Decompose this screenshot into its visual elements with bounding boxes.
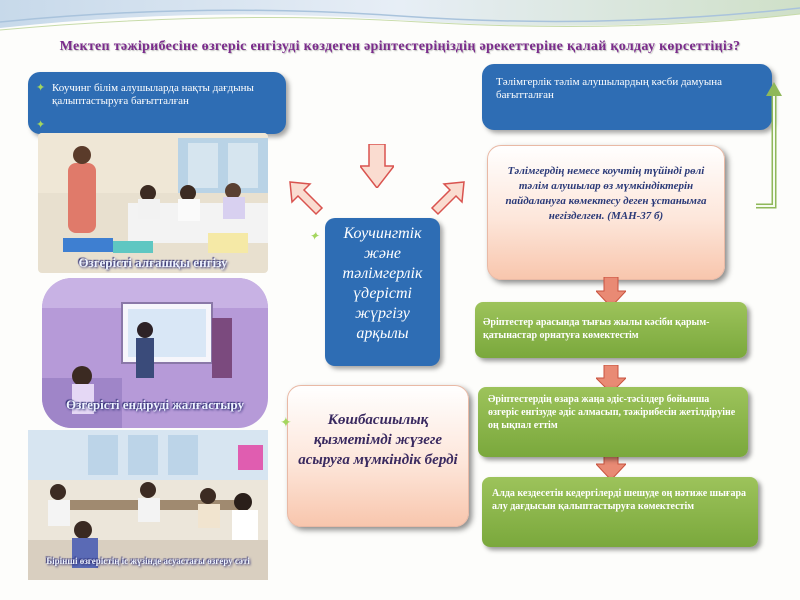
bullet-icon: ✦ (36, 119, 46, 131)
mentor-role-quote-box: Тәлімгердің немесе коучтің түйінді рөлі … (487, 145, 725, 280)
leadership-box: ✦ Көшбасшылық қызметімді жүзеге асыруға … (280, 385, 469, 527)
coaching-info-box: ✦ Коучинг білім алушыларда нақты дағдыны… (28, 72, 286, 134)
step-box: Әріптестер арасында тығыз жылы кәсіби қа… (475, 302, 747, 358)
process-center-box: ✦ Коучингтік және тәлімгерлік үдерісті ж… (309, 218, 440, 366)
mentoring-info-box: Тәлімгерлік тәлім алушылардың кәсби даму… (482, 64, 772, 130)
photo-caption: Өзгерісті ендіруді жалғастыру (66, 397, 244, 412)
bullet-icon: ✦ (36, 82, 46, 94)
step-box: Алда кездесетін кедергілерді шешуде оң н… (482, 477, 758, 547)
bullet-icon: ✦ (309, 229, 320, 243)
step-text: Алда кездесетін кедергілерді шешуде оң н… (492, 488, 746, 512)
arrow-down-icon (596, 277, 626, 307)
mentoring-info-text: Тәлімгерлік тәлім алушылардың кәсби даму… (496, 76, 723, 101)
bullet-icon: ✦ (280, 414, 292, 430)
decorative-ribbon (0, 0, 800, 31)
step-text: Әріптестер арасында тығыз жылы кәсіби қа… (483, 317, 710, 341)
leadership-text: Көшбасшылық қызметімді жүзеге асыруға мү… (298, 412, 458, 468)
step-text: Әріптестердің өзара жаңа әдіс-тәсілдер б… (488, 394, 736, 431)
step-box: Әріптестердің өзара жаңа әдіс-тәсілдер б… (478, 387, 748, 457)
coaching-info-text: Коучинг білім алушыларда нақты дағдыны қ… (52, 82, 254, 107)
classroom-photo (38, 133, 268, 273)
photo-caption: Бірінші өзгерістің іс жүзінде асуастағы … (46, 556, 250, 566)
photo-caption: Өзгерісті алғашқы енгізу (78, 255, 228, 270)
classroom-group-photo (28, 430, 268, 580)
arrow-diagonal-icon (289, 181, 324, 216)
process-center-text: Коучингтік және тәлімгерлік үдерісті жүр… (342, 225, 423, 342)
page-title: Мектеп тәжірибесіне өзгеріс енгізуді көз… (59, 39, 741, 54)
arrow-down-icon (596, 365, 626, 393)
return-arrow-icon (756, 82, 782, 209)
arrow-diagonal-icon (430, 181, 465, 216)
mentor-role-quote-text: Тәлімгердің немесе коучтің түйінді рөлі … (505, 165, 707, 222)
arrow-down-icon (360, 144, 394, 188)
presentation-photo (42, 278, 268, 428)
